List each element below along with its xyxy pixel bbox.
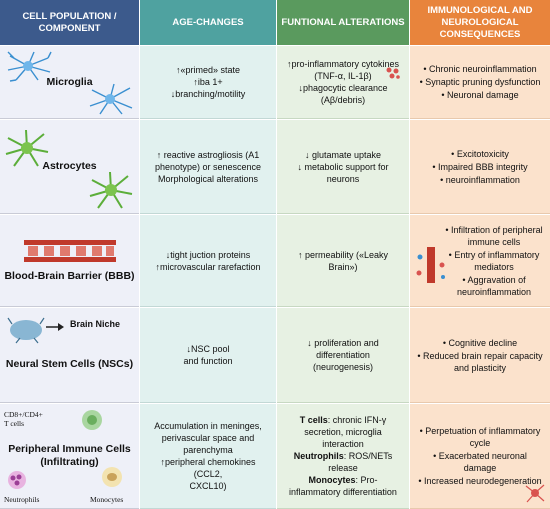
consequence-item: Exacerbated neuronal damage (416, 450, 544, 474)
header-functional: FUNTIONAL ALTERATIONS (277, 0, 409, 45)
functional-text: ↓ metabolic support for neurons (297, 161, 389, 184)
astrocyte-icon (89, 171, 133, 209)
consequence-item: Excitotoxicity (432, 148, 527, 160)
blood-vessel-icon (23, 240, 116, 262)
age-change-text: ↓branching/motility (170, 89, 246, 99)
functional-text: ↓ glutamate uptake (304, 149, 382, 160)
row-astrocytes-functional: ↓ glutamate uptake ↓ metabolic support f… (277, 120, 409, 214)
row-nsc-population: Brain Niche Neural Stem Cells (NSCs) (0, 308, 139, 403)
age-change-text: parenchyma (183, 445, 233, 455)
age-change-text: ↑iba 1+ (193, 77, 223, 87)
population-name: Astrocytes (42, 160, 97, 172)
population-name: Neural Stem Cells (NSCs) (5, 357, 134, 370)
row-bbb-age: ↓tight juction proteins ↑microvascular r… (140, 215, 276, 307)
microglia-icon (7, 51, 52, 82)
row-astrocytes-population: Astrocytes (0, 120, 139, 214)
consequence-item: Impaired BBB integrity (432, 161, 528, 173)
functional-text: ↑ permeability («Leaky Brain») (297, 249, 389, 272)
header-age-changes: AGE-CHANGES (140, 0, 276, 45)
row-nsc-age: ↓NSC pool and function (140, 308, 276, 403)
microglia-icon (89, 83, 133, 115)
age-change-text: ↑peripheral chemokines (CCL2, (160, 457, 256, 479)
header-consequences: IMMUNOLOGICAL AND NEUROLOGICAL CONSEQUEN… (410, 0, 550, 45)
neutrophil-icon (8, 471, 26, 489)
neural-stem-cell-icon (7, 317, 45, 344)
row-immune-functional: T cells: chronic IFN-γ secretion, microg… (277, 404, 409, 509)
astrocyte-icon (5, 129, 49, 167)
row-bbb-population: Blood-Brain Barrier (BBB) (0, 215, 139, 307)
age-change-text: phenotype) or senescence (154, 161, 262, 172)
consequence-item: neuroinflammation (432, 174, 527, 186)
t-cell-icon (82, 410, 102, 430)
age-change-text: ↓tight juction proteins (165, 249, 251, 260)
neutrophils-label: Neutrophils (4, 495, 40, 504)
tcells-label: CD8+/CD4+ T cells (4, 410, 43, 428)
row-microglia-functional: ↑pro-inflammatory cytokines (TNF-α, IL-1… (277, 46, 409, 119)
neuron-damage-icon (525, 484, 545, 503)
consequence-item: Aggravation of neuroinflammation (442, 274, 546, 298)
row-bbb-functional: ↑ permeability («Leaky Brain») (277, 215, 409, 307)
age-change-text: ↑microvascular rarefaction (155, 261, 261, 272)
consequence-item: Infiltration of peripheral immune cells (442, 224, 546, 248)
consequence-item: Entry of inflammatory mediators (442, 249, 546, 273)
row-bbb-consequences: Infiltration of peripheral immune cells … (410, 215, 550, 307)
monocyte-icon (102, 467, 122, 487)
age-change-text: Morphological alterations (157, 173, 259, 184)
row-immune-age: Accumulation in meninges, perivascular s… (140, 404, 276, 509)
arrow-icon (46, 323, 64, 331)
row-nsc-functional: ↓ proliferation and differentiation (neu… (277, 308, 409, 403)
row-immune-population: CD8+/CD4+ T cells Neutrophils Monocytes … (0, 404, 139, 509)
functional-text: ↓phagocytic clearance (298, 83, 388, 93)
age-change-text: CXCL10) (189, 481, 227, 491)
age-change-text: and function (183, 356, 233, 366)
consequence-item: Increased neurodegeneration (416, 475, 544, 487)
functional-monocytes: Monocytes: Pro-inflammatory differentiat… (289, 475, 397, 497)
functional-neutrophils: Neutrophils: ROS/NETs release (293, 451, 393, 473)
brain-niche-label: Brain Niche (70, 319, 121, 329)
population-name: Blood-Brain Barrier (BBB) (4, 270, 135, 282)
monocytes-label: Monocytes (90, 495, 124, 504)
row-microglia-population: Microglia (0, 46, 139, 119)
consequence-item: Neuronal damage (420, 89, 541, 101)
functional-text: ↑pro-inflammatory cytokines (286, 59, 400, 69)
cytokine-dots-icon (386, 67, 400, 79)
row-astrocytes-age: ↑ reactive astrogliosis (A1 phenotype) o… (140, 120, 276, 214)
consequence-item: Cognitive decline (416, 337, 544, 349)
functional-text: (neurogenesis) (312, 362, 374, 372)
functional-text: (TNF-α, IL-1β) (314, 71, 372, 81)
functional-text: (Aβ/debris) (320, 95, 366, 105)
consequence-item: Synaptic pruning dysfunction (420, 76, 540, 88)
consequence-item: Chronic neuroinflammation (420, 63, 541, 75)
age-change-text: ↑ reactive astrogliosis (A1 (156, 149, 260, 160)
row-immune-consequences: Perpetuation of inflammatory cycle Exace… (410, 404, 550, 509)
row-nsc-consequences: Cognitive decline Reduced brain repair c… (410, 308, 550, 403)
functional-tcells: T cells: chronic IFN-γ secretion, microg… (299, 415, 387, 449)
age-change-text: ↓NSC pool (186, 344, 230, 354)
age-change-text: ↑«primed» state (175, 65, 241, 75)
functional-text: ↓ proliferation and differentiation (307, 338, 379, 360)
age-change-text: perivascular space and (161, 433, 255, 443)
consequence-item: Perpetuation of inflammatory cycle (416, 425, 544, 449)
population-name: Microglia (46, 75, 93, 88)
consequence-item: Reduced brain repair capacity and plasti… (416, 350, 544, 374)
leaky-vessel-icon (416, 247, 445, 283)
header-population: CELL POPULATION / COMPONENT (0, 0, 139, 45)
row-microglia-age: ↑«primed» state ↑iba 1+ ↓branching/motil… (140, 46, 276, 119)
age-change-text: Accumulation in meninges, (154, 421, 262, 431)
row-microglia-consequences: Chronic neuroinflammation Synaptic pruni… (410, 46, 550, 119)
row-astrocytes-consequences: Excitotoxicity Impaired BBB integrity ne… (410, 120, 550, 214)
population-name: Peripheral Immune Cells (Infiltrating) (8, 443, 131, 468)
